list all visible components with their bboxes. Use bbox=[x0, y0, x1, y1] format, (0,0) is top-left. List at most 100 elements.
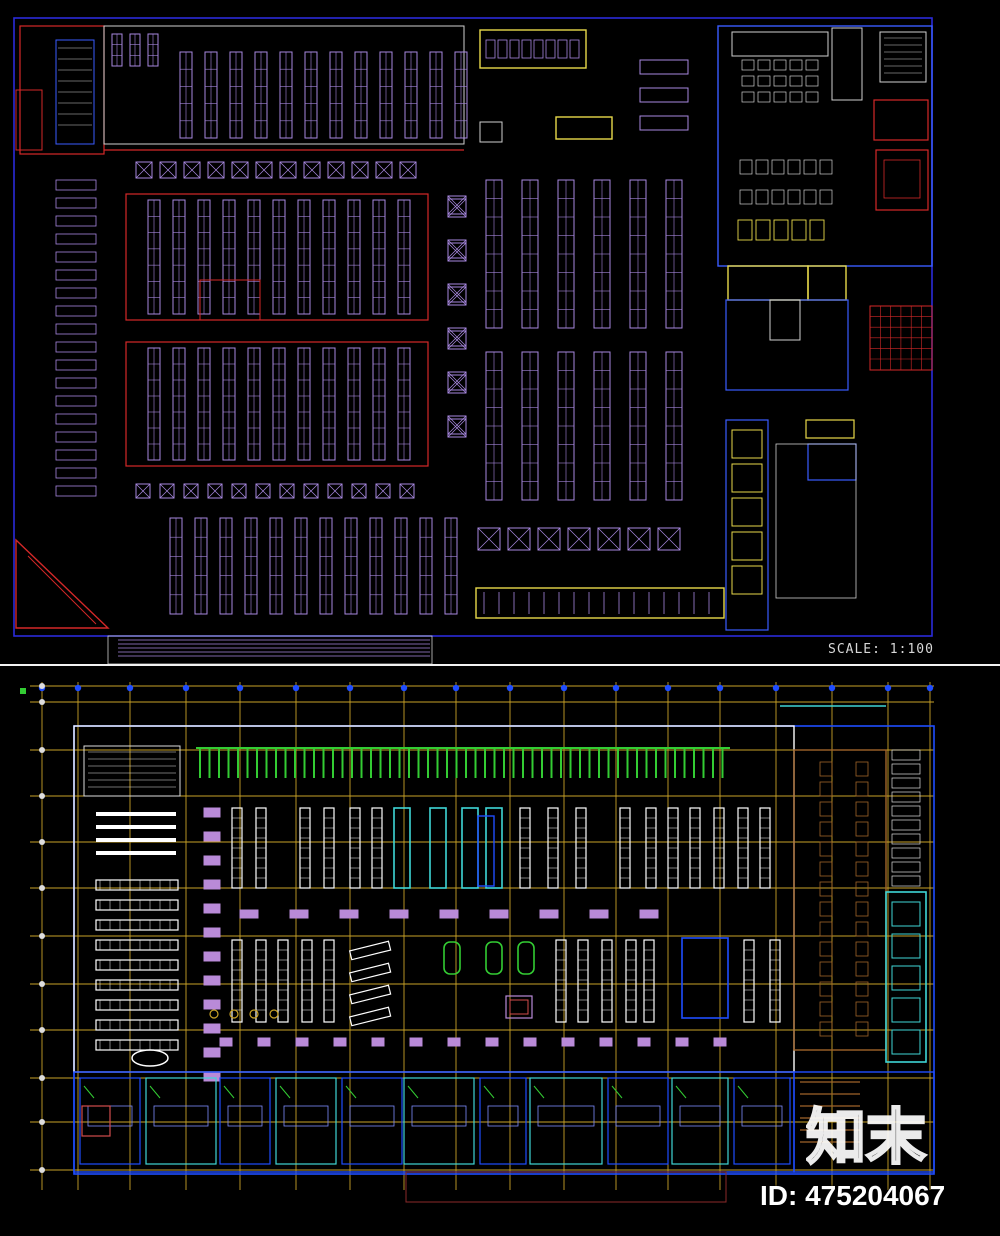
loading-room bbox=[807, 443, 857, 481]
service-room bbox=[479, 1077, 527, 1165]
display-table bbox=[231, 483, 247, 499]
receiving-corridor bbox=[725, 419, 769, 631]
service-room bbox=[607, 1077, 669, 1165]
promo-table bbox=[639, 115, 689, 131]
display-table bbox=[303, 483, 319, 499]
lobby-line bbox=[27, 555, 97, 625]
storage-rack bbox=[819, 1021, 833, 1037]
display-table-diag bbox=[537, 527, 561, 551]
column-marker bbox=[664, 684, 672, 692]
display-table bbox=[447, 374, 467, 394]
column-marker bbox=[452, 684, 460, 692]
display-table-diag bbox=[447, 330, 467, 350]
door-swing bbox=[533, 1085, 545, 1099]
display-table bbox=[567, 527, 591, 551]
conference-room bbox=[875, 149, 929, 211]
pallet-display bbox=[713, 1037, 727, 1047]
service-room bbox=[671, 1077, 729, 1165]
display-table-diag bbox=[135, 483, 151, 499]
display-table-diag bbox=[207, 161, 225, 179]
display-table bbox=[399, 161, 417, 179]
info-desk bbox=[131, 1049, 169, 1067]
column-marker bbox=[236, 684, 244, 692]
service-room bbox=[275, 1077, 337, 1165]
storage-rack bbox=[819, 761, 833, 777]
pallet-display bbox=[203, 879, 221, 890]
store-outline bbox=[73, 725, 935, 1175]
storage-rack bbox=[819, 981, 833, 997]
column-pad bbox=[209, 1009, 219, 1019]
display-table-diag bbox=[255, 161, 273, 179]
loading-office bbox=[805, 419, 855, 439]
pallet-display bbox=[439, 909, 459, 919]
storage-rack bbox=[819, 821, 833, 837]
display-table-diag bbox=[231, 161, 249, 179]
cart-stall bbox=[55, 197, 97, 209]
display-table-diag bbox=[447, 242, 467, 262]
pallet-display bbox=[637, 1037, 651, 1047]
door-swing bbox=[483, 1085, 495, 1099]
storage-rack bbox=[855, 781, 869, 797]
office-desk bbox=[789, 59, 803, 71]
display-table-diag bbox=[327, 483, 343, 499]
storage-rack bbox=[855, 941, 869, 957]
office-desk bbox=[773, 91, 787, 103]
exterior-outline bbox=[405, 1171, 727, 1203]
display-table bbox=[447, 242, 467, 262]
cart-stall bbox=[55, 413, 97, 425]
shelf-unit bbox=[601, 939, 613, 1023]
room-fixture bbox=[487, 1105, 519, 1127]
checkout-lane bbox=[95, 959, 179, 971]
grid-bubble bbox=[39, 981, 45, 987]
display-table bbox=[231, 161, 249, 179]
display-table-diag bbox=[135, 161, 153, 179]
service-bay bbox=[533, 39, 544, 59]
diagonal-rack bbox=[348, 940, 392, 961]
column-marker bbox=[560, 684, 568, 692]
storage-rack bbox=[855, 821, 869, 837]
column-marker bbox=[772, 684, 780, 692]
display-table bbox=[399, 483, 415, 499]
workstation bbox=[819, 189, 833, 205]
checkout-lane bbox=[95, 919, 179, 931]
display-table-diag bbox=[231, 483, 247, 499]
cold-room bbox=[891, 965, 921, 991]
loading-area bbox=[793, 1071, 935, 1173]
produce-bin bbox=[517, 941, 535, 975]
office-desk bbox=[757, 75, 771, 87]
office-desk bbox=[789, 91, 803, 103]
grid-bubble bbox=[39, 1119, 45, 1125]
shelf-unit bbox=[643, 939, 655, 1023]
locker-bay bbox=[809, 219, 825, 241]
pallet-display bbox=[289, 909, 309, 919]
pallet-display bbox=[485, 1037, 499, 1047]
service-room bbox=[145, 1077, 217, 1165]
display-table bbox=[255, 483, 271, 499]
display-table bbox=[159, 483, 175, 499]
room-fixture bbox=[411, 1105, 467, 1127]
pallet-display bbox=[409, 1037, 423, 1047]
feature-display bbox=[505, 995, 533, 1019]
display-table-diag bbox=[303, 161, 321, 179]
display-table bbox=[255, 161, 273, 179]
grid-bubble bbox=[39, 1075, 45, 1081]
office-cubicle bbox=[891, 763, 921, 775]
service-room bbox=[727, 265, 809, 301]
shelf-unit bbox=[231, 939, 243, 1023]
workstation bbox=[771, 189, 785, 205]
office-desk bbox=[773, 59, 787, 71]
storage-rack bbox=[819, 901, 833, 917]
office-cubicle bbox=[891, 777, 921, 789]
bottom-floor-plan bbox=[20, 682, 935, 1203]
pallet-display bbox=[599, 1037, 613, 1047]
checkout-lane bbox=[95, 999, 179, 1011]
cart-stall bbox=[55, 323, 97, 335]
grid-bubble bbox=[39, 933, 45, 939]
pallet-display bbox=[203, 927, 221, 938]
display-table-diag bbox=[351, 483, 367, 499]
cart-stall bbox=[55, 287, 97, 299]
workstation bbox=[803, 189, 817, 205]
pallet-display bbox=[203, 807, 221, 818]
checkout-lane bbox=[95, 1019, 179, 1031]
storage-rack bbox=[819, 921, 833, 937]
